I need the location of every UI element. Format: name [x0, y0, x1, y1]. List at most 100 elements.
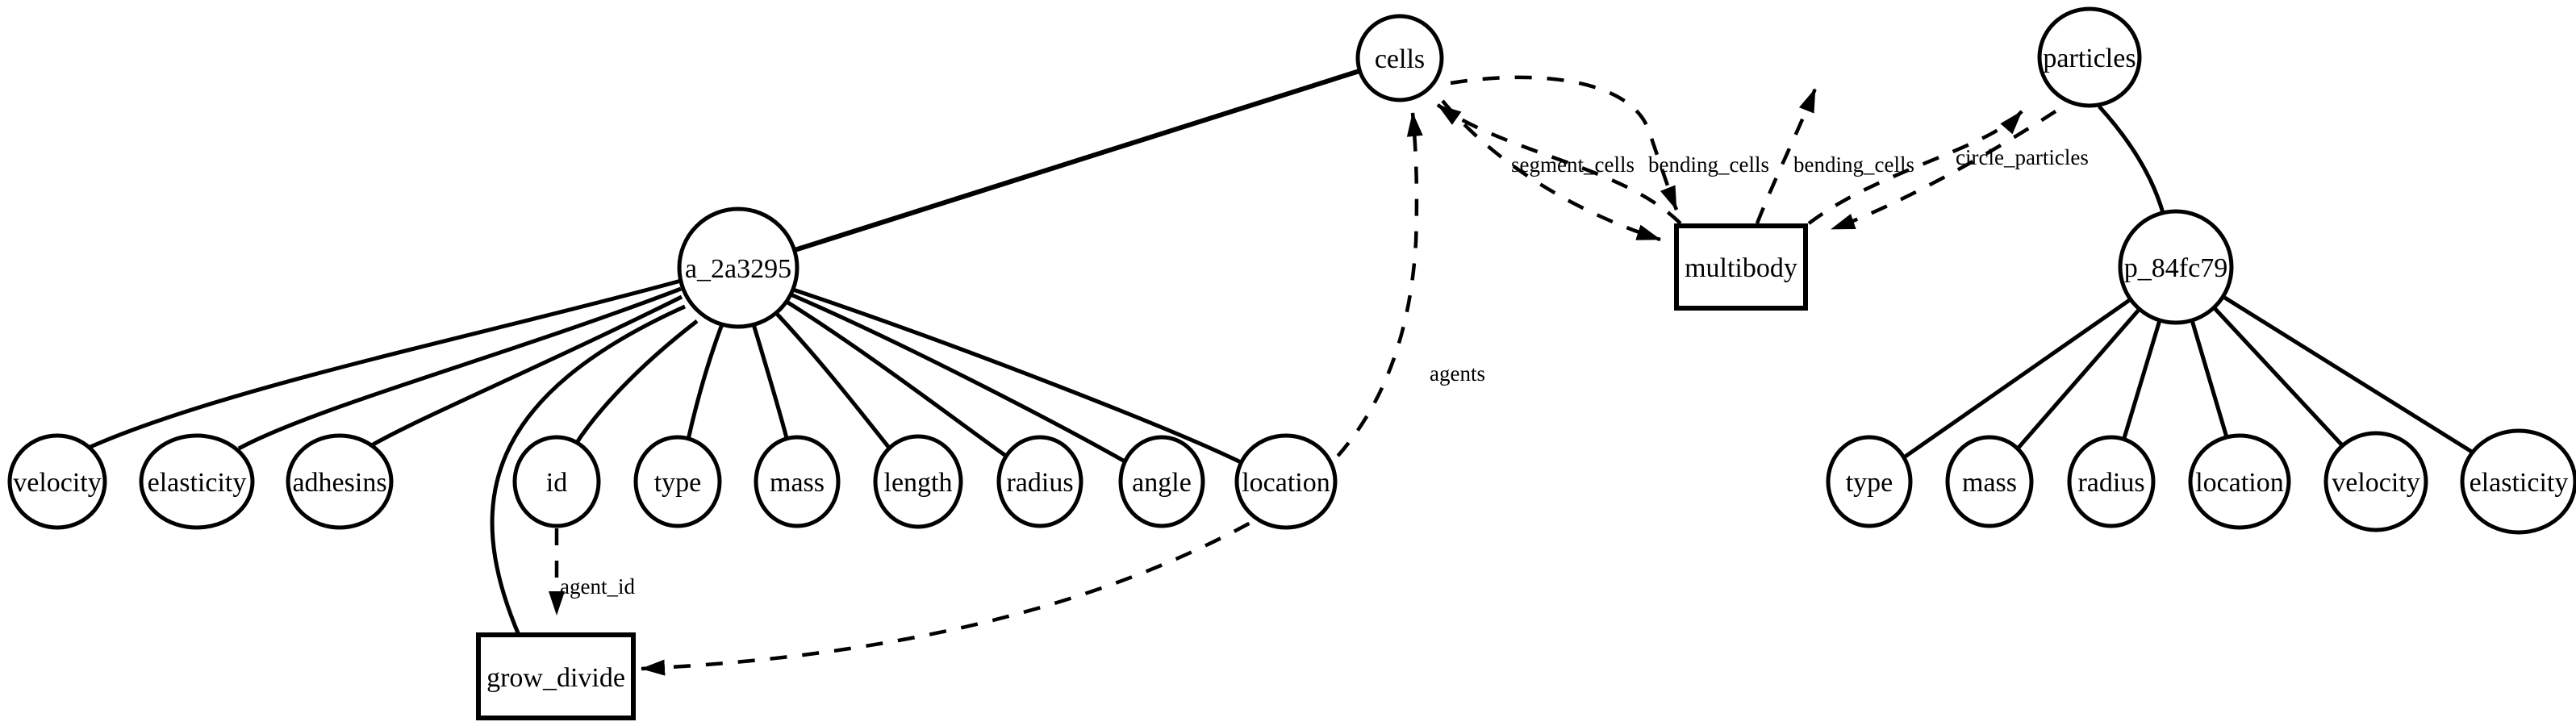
node-left-radius-shape: [996, 435, 1083, 528]
node-right-mass-shape: [1945, 435, 2034, 528]
node-left-mass-label: mass: [770, 468, 825, 498]
node-left-angle: angle: [1118, 435, 1205, 528]
node-left-length-shape: [873, 434, 963, 529]
node-cells-label: cells: [1375, 44, 1425, 74]
node-right-velocity-shape: [2323, 431, 2428, 532]
node-multibody-shape: [1674, 223, 1808, 311]
node-left-length-label: length: [884, 468, 953, 498]
edge-particles-p_84fc79: [2098, 105, 2165, 214]
node-multibody: multibody: [1674, 223, 1808, 311]
node-left-location: location: [1234, 433, 1338, 530]
node-left-elasticity-shape: [139, 433, 255, 530]
node-grow-divide-label: grow_divide: [486, 663, 625, 693]
edge-a_2a3295-adhesins: [369, 294, 683, 449]
edge-p_84fc79-radius: [2122, 319, 2162, 439]
node-left-adhesins: adhesins: [286, 433, 394, 530]
node-left-velocity: velocity: [7, 433, 107, 530]
edge-labels: segment_cells bending_cells bending_cell…: [560, 145, 2089, 599]
edge-grow_divide-cells-agents: [641, 112, 1423, 676]
node-cells-shape: [1355, 14, 1444, 102]
node-left-mass: mass: [754, 435, 841, 528]
node-right-velocity-label: velocity: [2332, 468, 2420, 498]
node-p-84fc79-shape: [2118, 209, 2234, 325]
node-left-velocity-shape: [7, 433, 107, 530]
node-left-radius: radius: [996, 435, 1083, 528]
node-cells: cells: [1355, 14, 1444, 102]
node-right-radius: radius: [2067, 435, 2156, 528]
solid-edges: [89, 69, 2476, 636]
node-right-mass-label: mass: [1962, 468, 2017, 498]
node-right-location-shape: [2188, 433, 2291, 530]
edge-multibody-up-bending_cells: [1755, 88, 1818, 224]
node-right-radius-label: radius: [2077, 468, 2144, 498]
node-left-id-shape: [512, 435, 601, 528]
node-a-2a3295-shape: [677, 207, 800, 329]
node-a-2a3295: a_2a3295: [677, 207, 800, 329]
node-p-84fc79: p_84fc79: [2118, 209, 2234, 325]
node-right-type-shape: [1826, 435, 1913, 528]
node-left-adhesins-label: adhesins: [292, 468, 386, 498]
node-right-type-label: type: [1846, 468, 1893, 498]
edge-label-bending-cells-1: bending_cells: [1648, 152, 1769, 177]
node-left-location-shape: [1234, 433, 1338, 530]
edge-cells-multibody-top-bending_cells: [1450, 75, 1679, 211]
node-particles: particles: [2037, 6, 2142, 108]
node-left-length: length: [873, 434, 963, 529]
edge-multibody-particles-circle_particles: [1807, 110, 2023, 225]
node-right-elasticity-label: elasticity: [2470, 468, 2569, 498]
node-left-radius-label: radius: [1006, 468, 1073, 498]
node-left-type-shape: [633, 435, 722, 528]
edge-a_2a3295-angle: [790, 292, 1128, 465]
edge-particles-multibody: [1831, 110, 2057, 232]
node-right-location: location: [2188, 433, 2291, 530]
edge-label-bending-cells-2: bending_cells: [1793, 152, 1914, 177]
node-particles-label: particles: [2043, 44, 2136, 73]
node-left-elasticity-label: elasticity: [148, 468, 247, 498]
node-left-type-label: type: [654, 468, 702, 498]
edge-a_2a3295-type: [686, 323, 724, 440]
node-right-mass: mass: [1945, 435, 2034, 528]
edge-a_2a3295-location: [792, 287, 1244, 465]
edge-p_84fc79-elasticity: [2222, 294, 2476, 456]
edge-p_84fc79-location: [2190, 319, 2229, 438]
node-right-radius-shape: [2067, 435, 2156, 528]
node-right-location-label: location: [2195, 468, 2284, 498]
edge-cells-multibody-left: [1441, 99, 1661, 242]
node-left-elasticity: elasticity: [139, 433, 255, 530]
edge-label-circle-particles: circle_particles: [1956, 145, 2089, 169]
node-p-84fc79-label: p_84fc79: [2124, 253, 2227, 283]
node-right-type: type: [1826, 435, 1913, 528]
node-left-angle-shape: [1118, 435, 1205, 528]
edge-label-agents: agents: [1430, 361, 1485, 386]
edge-cells-a_2a3295: [794, 69, 1360, 252]
node-right-elasticity: elasticity: [2460, 428, 2576, 535]
edge-p_84fc79-type: [1902, 297, 2132, 460]
node-left-id: id: [512, 435, 601, 528]
store-nodes: cells particles a_2a3295 p_84fc79 veloci…: [7, 6, 2576, 535]
edge-multibody-cells-segment_cells: [1436, 103, 1682, 225]
node-left-mass-shape: [754, 435, 841, 528]
node-grow-divide: grow_divide: [476, 632, 636, 720]
node-a-2a3295-label: a_2a3295: [685, 254, 791, 284]
process-nodes: multibody grow_divide: [476, 223, 1808, 720]
edge-p_84fc79-mass: [2016, 307, 2141, 450]
node-right-elasticity-shape: [2460, 428, 2576, 535]
node-left-adhesins-shape: [286, 433, 394, 530]
edge-p_84fc79-velocity: [2212, 306, 2345, 449]
node-left-angle-label: angle: [1132, 468, 1192, 498]
edge-a_2a3295-grow_divide: [490, 304, 687, 636]
node-left-location-label: location: [1242, 468, 1330, 498]
node-left-velocity-label: velocity: [13, 468, 102, 498]
edge-label-segment-cells: segment_cells: [1511, 152, 1635, 177]
node-particles-shape: [2037, 6, 2142, 108]
edge-a_2a3295-mass: [751, 323, 789, 439]
node-left-type: type: [633, 435, 722, 528]
edge-a_2a3295-velocity: [89, 278, 682, 449]
node-right-velocity: velocity: [2323, 431, 2428, 532]
node-grow-divide-shape: [476, 632, 636, 720]
edge-a_2a3295-elasticity: [237, 286, 682, 451]
edge-label-agent-id: agent_id: [560, 574, 635, 599]
node-left-id-label: id: [546, 468, 567, 498]
